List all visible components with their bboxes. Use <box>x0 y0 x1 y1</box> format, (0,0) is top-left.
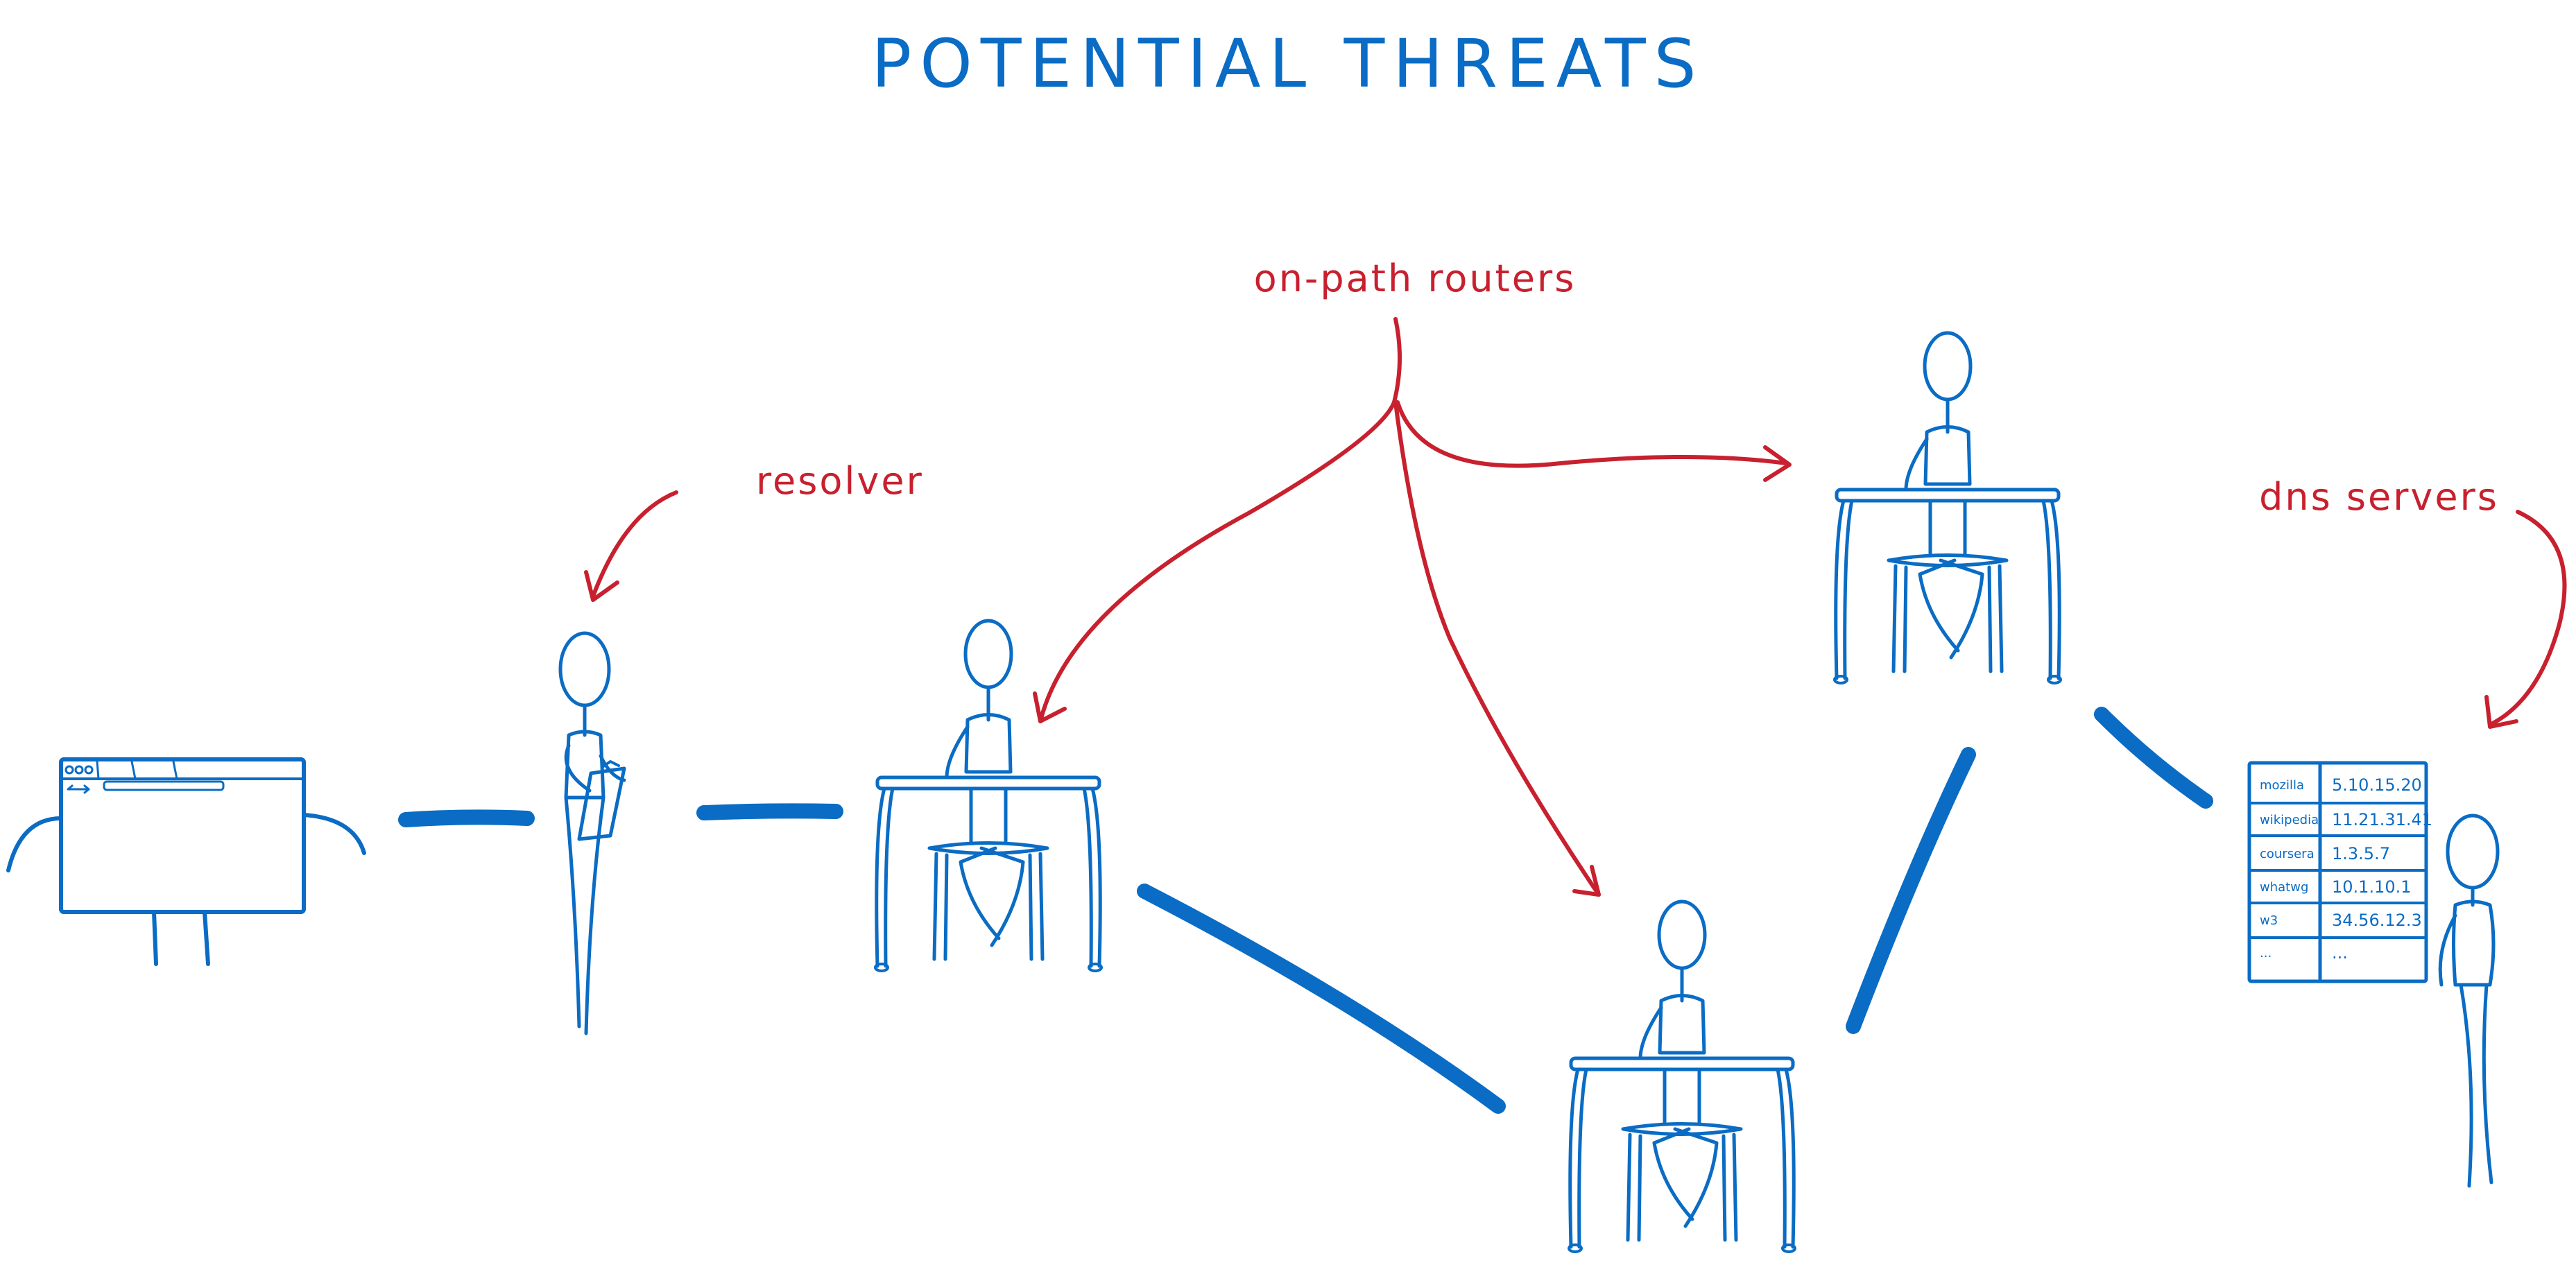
network-links <box>398 707 2213 1114</box>
dns-server-figure <box>2438 813 2500 1188</box>
dns-row-name: coursera <box>2260 847 2315 861</box>
dns-row-name: mozilla <box>2260 778 2304 793</box>
router-1-figure <box>875 621 1101 971</box>
routers-label: on-path routers <box>1254 257 1577 300</box>
dns-row-ip: 1.3.5.7 <box>2332 844 2390 863</box>
router-2-figure <box>1569 902 1795 1252</box>
resolver-label: resolver <box>756 459 924 503</box>
dns-row-ip: ... <box>2332 943 2348 963</box>
router-3-figure <box>1835 333 2061 683</box>
dns-row-ip: 5.10.15.20 <box>2332 775 2422 795</box>
dns-row-ip: 10.1.10.1 <box>2332 877 2412 897</box>
dns-row-name: wikipedia <box>2260 813 2319 827</box>
dns-row-ip: 11.21.31.41 <box>2332 810 2432 829</box>
routers-arrows <box>1033 317 1792 897</box>
diagram-title: POTENTIAL THREATS <box>871 25 1704 103</box>
dns-row-ip: 34.56.12.3 <box>2332 911 2422 930</box>
resolver-figure <box>558 631 626 1035</box>
dns-table: mozilla 5.10.15.20 wikipedia 11.21.31.41… <box>2247 761 2432 983</box>
dns-row-name: whatwg <box>2260 880 2308 895</box>
dns-servers-label: dns servers <box>2259 475 2499 519</box>
resolver-arrow <box>584 490 678 602</box>
dns-row-name: w3 <box>2260 913 2278 928</box>
browser-window-icon <box>6 757 366 966</box>
dns-row-name: ... <box>2260 946 2272 961</box>
dns-servers-arrow <box>2484 510 2567 729</box>
